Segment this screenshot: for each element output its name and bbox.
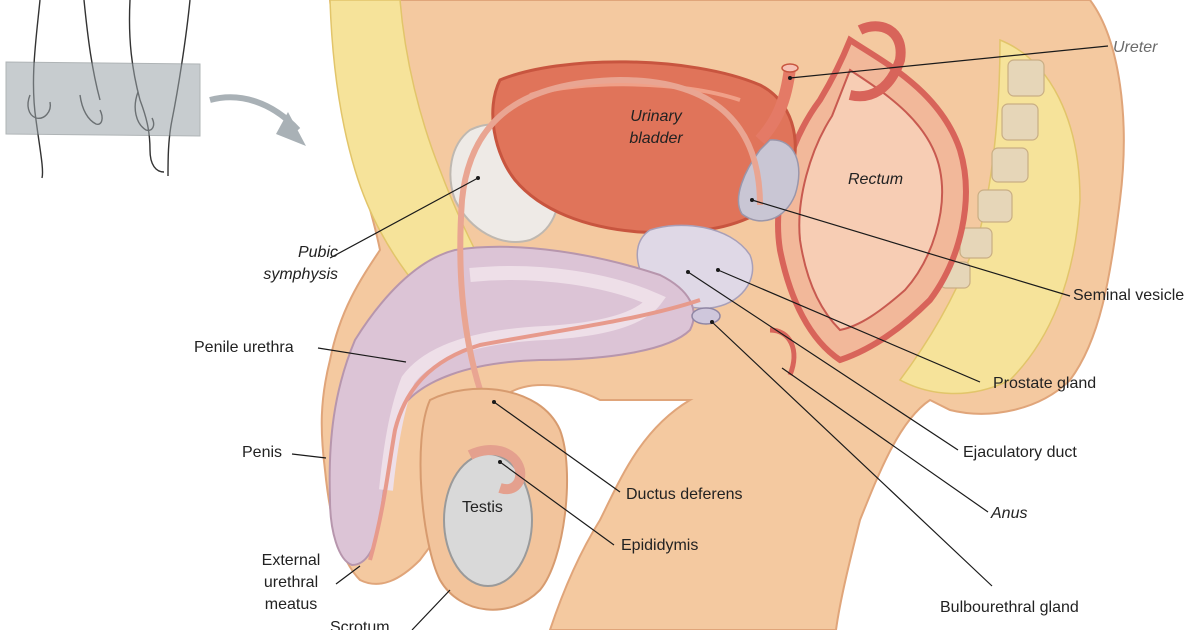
leader-penis: [291, 453, 327, 459]
leader-dots: [476, 76, 792, 464]
label-external-urethral-meatus-line1: External: [261, 552, 321, 569]
ductus-deferens-path: [457, 76, 763, 442]
label-scrotum: Scrotum: [330, 619, 390, 630]
label-seminal-vesicle: Seminal vesicle: [1073, 287, 1185, 304]
label-external-urethral-meatus-line3: meatus: [264, 596, 318, 613]
label-pubic-symphysis-line2: symphysis: [263, 266, 338, 283]
label-external-urethral-meatus: External urethral meatus: [246, 550, 336, 616]
leader-dot-ejaculatory: [686, 270, 690, 274]
label-ejaculatory-duct: Ejaculatory duct: [963, 444, 1077, 461]
label-urinary-bladder: Urinary bladder: [606, 106, 706, 150]
leader-dot-seminal: [750, 198, 754, 202]
leader-dot-pubic: [476, 176, 480, 180]
ureter-opening: [781, 63, 799, 73]
leader-seminal-vesicle: [751, 199, 1071, 297]
leader-dot-bulbo: [710, 320, 714, 324]
direction-arrowhead: [276, 112, 306, 146]
label-penis: Penis: [242, 444, 283, 461]
leader-pubic-symphysis: [329, 177, 479, 259]
label-external-urethral-meatus-line2: urethral: [263, 574, 319, 591]
label-pubic-symphysis-line1: Pubic: [297, 244, 338, 261]
leader-anus: [781, 367, 989, 513]
leader-dot-ductus: [492, 400, 496, 404]
label-testis: Testis: [462, 499, 503, 516]
leader-dot-ureter: [788, 76, 792, 80]
leader-prostate-gland: [717, 269, 981, 383]
label-penile-urethra: Penile urethra: [194, 339, 294, 356]
leader-external-urethral-meatus: [335, 565, 361, 585]
leader-scrotum: [411, 589, 451, 631]
anus-shape: [769, 327, 797, 376]
label-urinary-bladder-line1: Urinary: [630, 108, 682, 125]
label-epididymis: Epididymis: [621, 537, 699, 554]
leader-dot-prostate: [716, 268, 720, 272]
leader-ejaculatory-duct: [687, 271, 959, 451]
epididymis-shape: [467, 445, 526, 494]
label-ureter: Ureter: [1113, 39, 1158, 56]
rectum-inner: [798, 68, 944, 332]
section-plane: [5, 61, 201, 137]
label-anus: Anus: [991, 505, 1028, 522]
leader-ureter: [789, 45, 1109, 79]
label-rectum: Rectum: [848, 171, 904, 188]
label-pubic-symphysis: Pubic symphysis: [222, 242, 338, 286]
leader-bulbourethral-gland: [711, 321, 993, 587]
leader-lines: [291, 45, 1109, 631]
label-ductus-deferens: Ductus deferens: [626, 486, 743, 503]
urethra-path: [368, 298, 701, 561]
leader-dot-epididymis: [498, 460, 502, 464]
bulbourethral-gland-shape: [691, 307, 721, 325]
posterior-muscle: [848, 21, 906, 102]
leader-epididymis: [499, 461, 615, 546]
label-bulbourethral-gland: Bulbourethral gland: [940, 599, 1079, 616]
leader-ductus-deferens: [493, 401, 621, 493]
label-urinary-bladder-line2: bladder: [629, 130, 683, 147]
leader-penile-urethra: [317, 347, 407, 363]
label-prostate-gland: Prostate gland: [993, 375, 1097, 392]
